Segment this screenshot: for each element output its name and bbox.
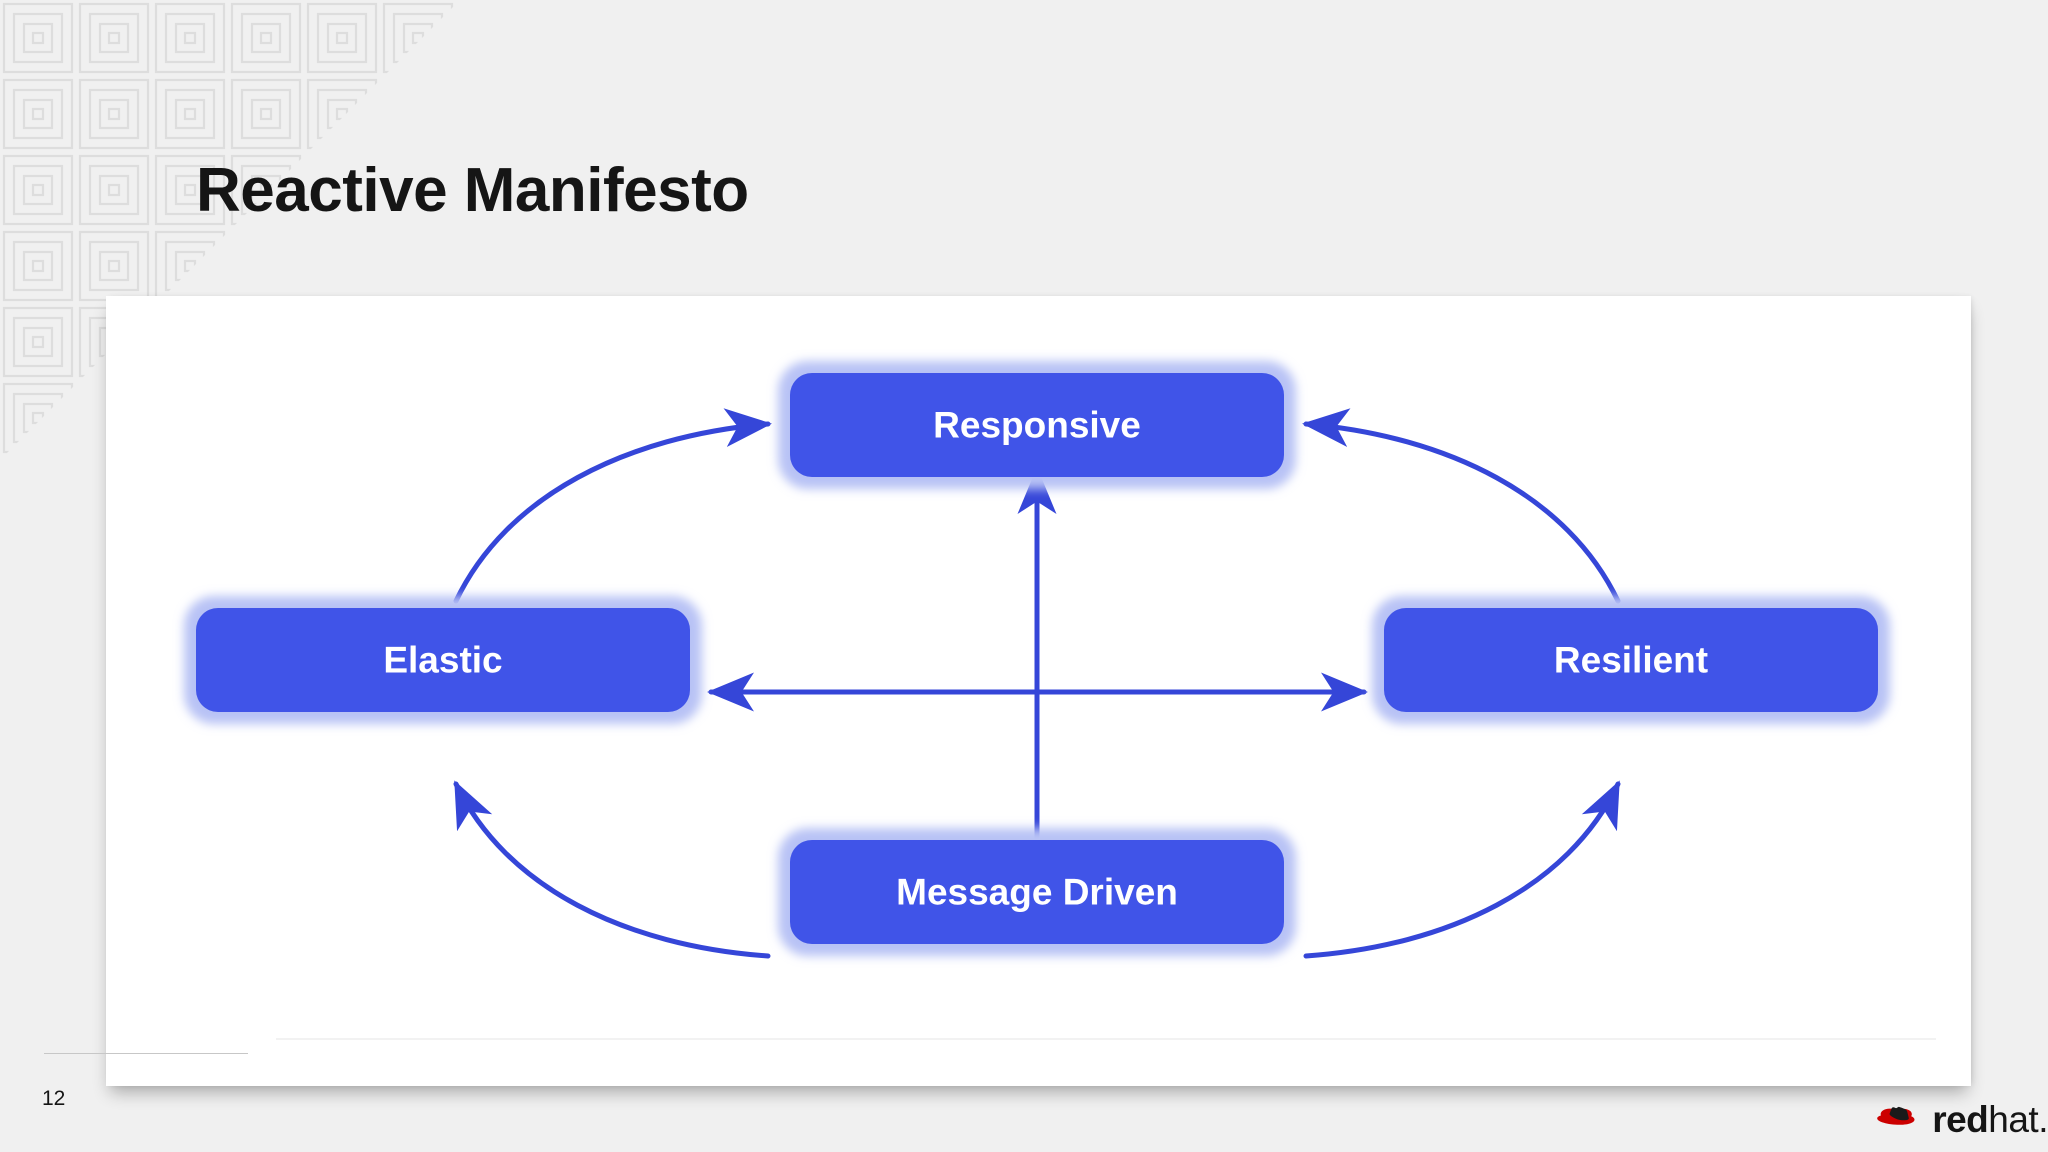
node-elastic[interactable]: Elastic bbox=[184, 596, 702, 724]
node-elastic-label: Elastic bbox=[383, 640, 502, 681]
node-responsive-label: Responsive bbox=[933, 405, 1141, 446]
connector-elastic-to-responsive bbox=[453, 408, 772, 604]
node-resilient-label: Resilient bbox=[1554, 640, 1708, 681]
page-title: Reactive Manifesto bbox=[196, 156, 749, 225]
red-hat-fedora-icon bbox=[1877, 1106, 1915, 1125]
panel-inner-rule bbox=[276, 1038, 1936, 1040]
node-message-driven-label: Message Driven bbox=[896, 872, 1178, 913]
node-responsive-box bbox=[790, 373, 1284, 477]
connector-resilient-to-responsive bbox=[1302, 408, 1621, 604]
node-resilient[interactable]: Resilient bbox=[1372, 596, 1890, 724]
brand-logo: redhat. bbox=[1872, 1093, 2048, 1145]
node-resilient-box bbox=[1384, 608, 1878, 712]
node-elastic-box bbox=[196, 608, 690, 712]
node-message-driven[interactable]: Message Driven bbox=[778, 828, 1296, 956]
node-responsive[interactable]: Responsive bbox=[778, 361, 1296, 489]
page-number: 12 bbox=[42, 1087, 66, 1110]
reactive-manifesto-diagram: Responsive Elastic Resilient Message Dri… bbox=[184, 361, 1936, 1040]
brand-name-light: hat. bbox=[1988, 1098, 2048, 1140]
brand-wordmark: redhat. bbox=[1932, 1101, 2048, 1138]
node-message-driven-box bbox=[790, 840, 1284, 944]
connector-messagedriven-to-elastic bbox=[453, 780, 771, 959]
content-panel: Responsive Elastic Resilient Message Dri… bbox=[106, 296, 1971, 1086]
brand-name-bold: red bbox=[1932, 1098, 1989, 1140]
connector-messagedriven-to-resilient bbox=[1303, 780, 1621, 959]
footer-divider bbox=[44, 1053, 248, 1054]
